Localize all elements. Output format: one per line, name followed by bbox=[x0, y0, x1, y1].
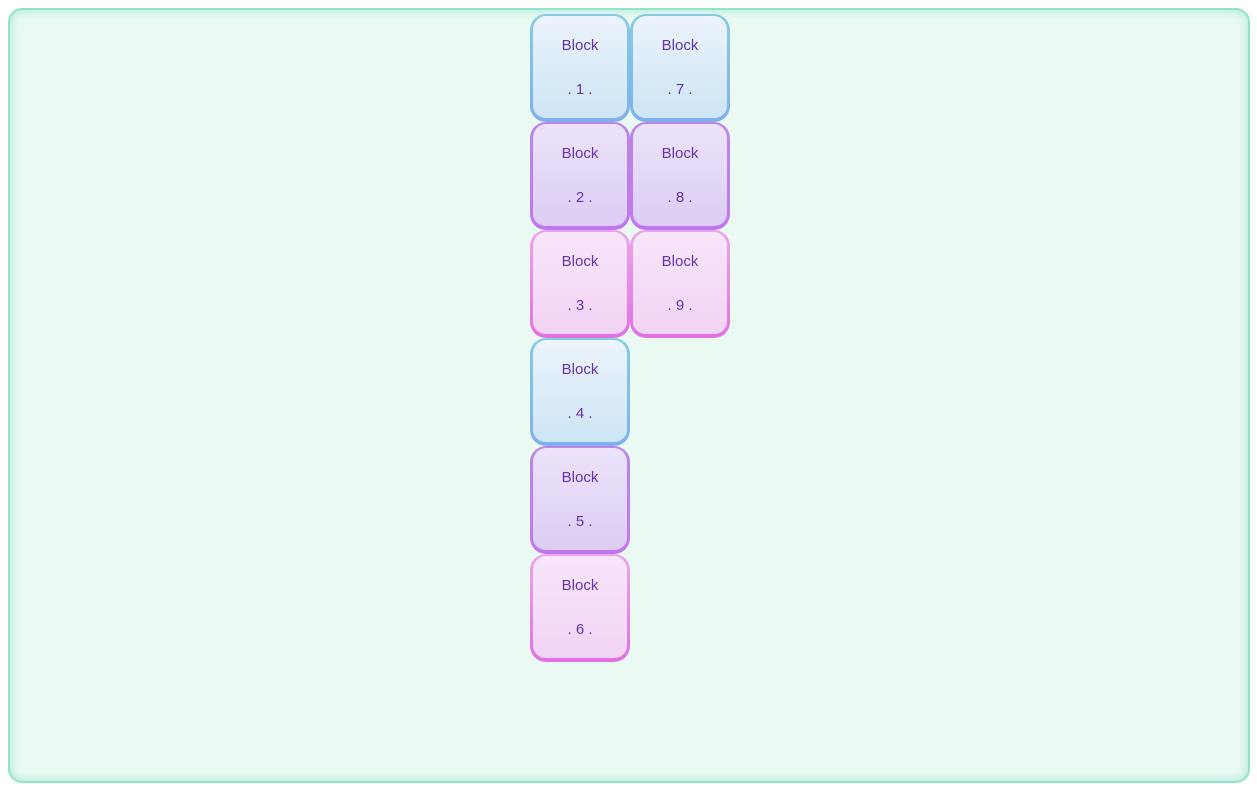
block-number: . 2 . bbox=[567, 188, 593, 206]
block-9: Block . 9 . bbox=[630, 230, 730, 338]
block-8: Block . 8 . bbox=[630, 122, 730, 230]
block-number: . 7 . bbox=[667, 80, 693, 98]
block-1: Block . 1 . bbox=[530, 14, 630, 122]
block-number: . 9 . bbox=[667, 296, 693, 314]
block-label: Block bbox=[661, 36, 699, 54]
block-number: . 8 . bbox=[667, 188, 693, 206]
block-label: Block bbox=[561, 468, 599, 486]
block-4: Block . 4 . bbox=[530, 338, 630, 446]
block-3: Block . 3 . bbox=[530, 230, 630, 338]
block-number: . 5 . bbox=[567, 512, 593, 530]
block-number: . 6 . bbox=[567, 620, 593, 638]
block-label: Block bbox=[661, 252, 699, 270]
block-column-1: Block . 1 . Block . 2 . Block . 3 . Bloc… bbox=[530, 14, 630, 662]
block-number: . 3 . bbox=[567, 296, 593, 314]
block-label: Block bbox=[561, 576, 599, 594]
main-panel: Block . 1 . Block . 2 . Block . 3 . Bloc… bbox=[8, 8, 1250, 783]
block-label: Block bbox=[561, 36, 599, 54]
block-5: Block . 5 . bbox=[530, 446, 630, 554]
block-label: Block bbox=[661, 144, 699, 162]
block-label: Block bbox=[561, 252, 599, 270]
block-label: Block bbox=[561, 144, 599, 162]
block-grid: Block . 1 . Block . 2 . Block . 3 . Bloc… bbox=[530, 14, 730, 662]
block-number: . 1 . bbox=[567, 80, 593, 98]
block-label: Block bbox=[561, 360, 599, 378]
block-6: Block . 6 . bbox=[530, 554, 630, 662]
block-number: . 4 . bbox=[567, 404, 593, 422]
block-column-2: Block . 7 . Block . 8 . Block . 9 . bbox=[630, 14, 730, 338]
block-7: Block . 7 . bbox=[630, 14, 730, 122]
block-2: Block . 2 . bbox=[530, 122, 630, 230]
